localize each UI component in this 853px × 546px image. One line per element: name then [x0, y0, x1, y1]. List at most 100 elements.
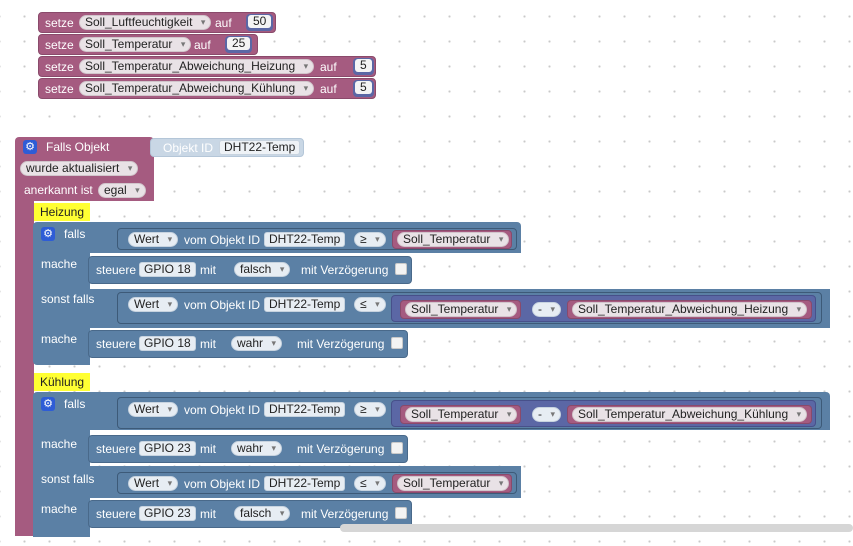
- wert-dropdown[interactable]: Wert: [128, 476, 179, 491]
- verzoegerung-checkbox[interactable]: [391, 337, 403, 349]
- variable-get-block[interactable]: Soll_Temperatur: [400, 300, 521, 319]
- falls-label: falls: [64, 227, 86, 241]
- math-operator-dropdown[interactable]: -: [532, 407, 561, 422]
- objekt-id-value[interactable]: DHT22-Temp: [219, 140, 301, 155]
- vom-objekt-label: vom Objekt ID: [184, 403, 261, 417]
- object-id-field[interactable]: DHT22-Temp: [264, 297, 346, 312]
- elif-spine: [33, 497, 90, 537]
- horizontal-scrollbar[interactable]: [340, 524, 853, 532]
- gear-icon[interactable]: ⚙: [41, 397, 55, 411]
- set-block-temperatur[interactable]: setze Soll_Temperatur auf 25: [38, 34, 258, 55]
- operator-dropdown[interactable]: ≥: [354, 402, 386, 417]
- object-id-field[interactable]: DHT22-Temp: [264, 402, 346, 417]
- steuere-label: steuere: [96, 337, 137, 351]
- variable-dropdown[interactable]: Soll_Temperatur: [405, 302, 518, 317]
- steuere-label: steuere: [96, 507, 137, 521]
- setze-label: setze: [45, 38, 74, 52]
- mit-label: mit: [200, 442, 216, 456]
- object-id-field[interactable]: DHT22-Temp: [264, 232, 346, 247]
- mit-label: mit: [200, 263, 216, 277]
- compare-block[interactable]: Wert vom Objekt ID DHT22-Temp ≤ Soll_Tem…: [117, 292, 822, 324]
- objekt-id-label: Objekt ID: [163, 141, 214, 155]
- verzoegerung-checkbox[interactable]: [395, 263, 407, 275]
- variable-get-block[interactable]: Soll_Temperatur_Abweichung_Heizung: [567, 300, 812, 319]
- value-input[interactable]: 5: [353, 58, 374, 75]
- operator-dropdown[interactable]: ≤: [354, 476, 386, 491]
- gpio-field[interactable]: GPIO 18: [139, 262, 196, 277]
- anerkannt-label: anerkannt ist: [24, 183, 93, 197]
- variable-dropdown[interactable]: Soll_Temperatur: [79, 37, 192, 52]
- wert-dropdown[interactable]: Wert: [128, 232, 179, 247]
- math-operator-dropdown[interactable]: -: [532, 302, 561, 317]
- gear-icon[interactable]: ⚙: [41, 227, 55, 241]
- wert-dropdown[interactable]: Wert: [128, 402, 179, 417]
- auf-label: auf: [194, 38, 211, 52]
- gpio-field[interactable]: GPIO 18: [139, 336, 196, 351]
- steuere-block[interactable]: steuere GPIO 23 mit wahr mit Verzögerung: [88, 435, 408, 463]
- vom-objekt-label: vom Objekt ID: [184, 298, 261, 312]
- setze-label: setze: [45, 60, 74, 74]
- operator-dropdown[interactable]: ≤: [354, 297, 386, 312]
- variable-dropdown[interactable]: Soll_Temperatur: [405, 407, 518, 422]
- mache-label: mache: [41, 502, 78, 516]
- steuere-block[interactable]: steuere GPIO 18 mit wahr mit Verzögerung: [88, 330, 408, 358]
- variable-get-block[interactable]: Soll_Temperatur_Abweichung_Kühlung: [567, 405, 812, 424]
- bool-dropdown[interactable]: falsch: [234, 506, 291, 521]
- variable-dropdown[interactable]: Soll_Temperatur_Abweichung_Kühlung: [79, 81, 315, 96]
- verzoegerung-label: mit Verzögerung: [301, 507, 389, 521]
- variable-get-block[interactable]: Soll_Temperatur: [400, 405, 521, 424]
- variable-dropdown[interactable]: Soll_Temperatur: [397, 476, 510, 491]
- compare-block[interactable]: Wert vom Objekt ID DHT22-Temp ≥ Soll_Tem…: [117, 228, 517, 250]
- falls-label: falls: [64, 397, 86, 411]
- value-input[interactable]: 25: [225, 36, 253, 53]
- verzoegerung-checkbox[interactable]: [391, 442, 403, 454]
- comment-label-kuehlung: Kühlung: [34, 373, 91, 391]
- gear-icon[interactable]: ⚙: [23, 140, 37, 154]
- comment-label-heizung: Heizung: [34, 203, 91, 221]
- objekt-id-field[interactable]: Objekt ID DHT22-Temp: [150, 138, 304, 157]
- variable-get-block[interactable]: Soll_Temperatur: [392, 474, 512, 493]
- compare-block[interactable]: Wert vom Objekt ID DHT22-Temp ≥ Soll_Tem…: [117, 397, 822, 429]
- variable-get-block[interactable]: Soll_Temperatur: [392, 230, 512, 249]
- minus-block[interactable]: Soll_Temperatur - Soll_Temperatur_Abweic…: [391, 295, 816, 322]
- minus-block[interactable]: Soll_Temperatur - Soll_Temperatur_Abweic…: [391, 400, 816, 427]
- bool-dropdown[interactable]: falsch: [234, 262, 291, 277]
- variable-dropdown[interactable]: Soll_Temperatur_Abweichung_Heizung: [79, 59, 315, 74]
- mache-label: mache: [41, 437, 78, 451]
- sonst-falls-label: sonst falls: [41, 472, 95, 486]
- operator-dropdown[interactable]: ≥: [354, 232, 386, 247]
- bool-dropdown[interactable]: wahr: [231, 441, 283, 456]
- variable-dropdown[interactable]: Soll_Temperatur: [397, 232, 510, 247]
- value-input[interactable]: 50: [246, 14, 274, 31]
- gpio-field[interactable]: GPIO 23: [139, 506, 196, 521]
- vom-objekt-label: vom Objekt ID: [184, 477, 261, 491]
- variable-dropdown[interactable]: Soll_Temperatur_Abweichung_Kühlung: [572, 407, 808, 422]
- variable-dropdown[interactable]: Soll_Luftfeuchtigkeit: [79, 15, 212, 30]
- setze-label: setze: [45, 16, 74, 30]
- setze-label: setze: [45, 82, 74, 96]
- wert-dropdown[interactable]: Wert: [128, 297, 179, 312]
- compare-block[interactable]: Wert vom Objekt ID DHT22-Temp ≤ Soll_Tem…: [117, 472, 517, 494]
- event-dropdown[interactable]: wurde aktualisiert: [20, 161, 139, 176]
- bool-dropdown[interactable]: wahr: [231, 336, 283, 351]
- if-spine: [33, 429, 90, 467]
- verzoegerung-checkbox[interactable]: [395, 507, 407, 519]
- trigger-spine: [15, 200, 34, 536]
- gpio-field[interactable]: GPIO 23: [139, 441, 196, 456]
- steuere-block[interactable]: steuere GPIO 23 mit falsch mit Verzögeru…: [88, 500, 412, 528]
- anerkannt-dropdown[interactable]: egal: [98, 183, 146, 198]
- mache-label: mache: [41, 332, 78, 346]
- if-spine: [33, 252, 90, 290]
- vom-objekt-label: vom Objekt ID: [184, 233, 261, 247]
- set-block-abweichung-kuehlung[interactable]: setze Soll_Temperatur_Abweichung_Kühlung…: [38, 78, 376, 99]
- steuere-label: steuere: [96, 263, 137, 277]
- object-id-field[interactable]: DHT22-Temp: [264, 476, 346, 491]
- value-input[interactable]: 5: [353, 80, 374, 97]
- steuere-label: steuere: [96, 442, 137, 456]
- verzoegerung-label: mit Verzögerung: [297, 442, 385, 456]
- set-block-luftfeuchtigkeit[interactable]: setze Soll_Luftfeuchtigkeit auf 50: [38, 12, 276, 33]
- auf-label: auf: [320, 60, 337, 74]
- steuere-block[interactable]: steuere GPIO 18 mit falsch mit Verzögeru…: [88, 256, 412, 284]
- variable-dropdown[interactable]: Soll_Temperatur_Abweichung_Heizung: [572, 302, 808, 317]
- set-block-abweichung-heizung[interactable]: setze Soll_Temperatur_Abweichung_Heizung…: [38, 56, 376, 77]
